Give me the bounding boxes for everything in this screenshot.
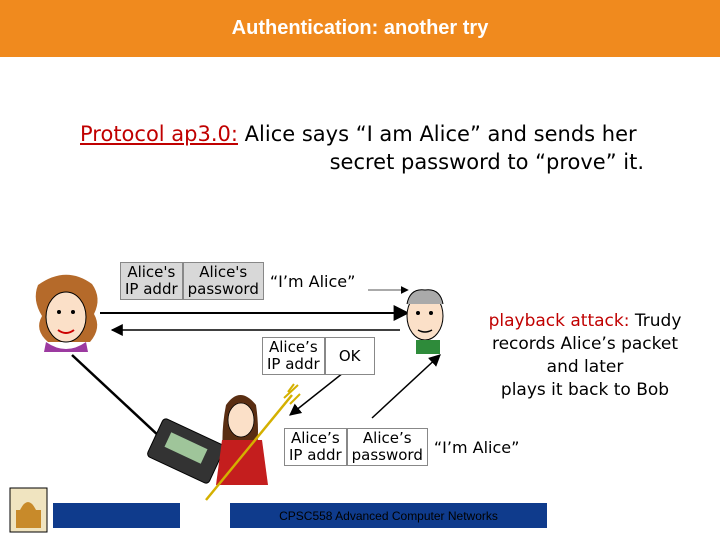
footer-left-bar [53, 503, 180, 528]
protocol-line1: Alice says “I am Alice” and sends her [237, 122, 637, 146]
packet-top-pw-line2: password [187, 280, 259, 298]
packet-top-message: “I’m Alice” [269, 271, 356, 291]
packet-bottom-ip-line2: IP addr [289, 446, 342, 464]
attack-text2: records Alice’s packet [491, 334, 679, 354]
packet-bottom-pw-line1: Alice’s [362, 429, 412, 447]
packet-bottom-password-cell: Alice’s password [346, 428, 428, 466]
packet-top-ip-cell: Alice's IP addr [120, 262, 183, 300]
protocol-line2: secret password to “prove” it. [329, 150, 644, 174]
playback-attack-note: playback attack: Trudy records Alice’s p… [476, 310, 694, 402]
attack-text3: and later [546, 357, 624, 377]
packet-ok-ip-cell: Alice’s IP addr [262, 337, 325, 375]
university-logo-icon [9, 487, 48, 533]
footer-course-bar: CPSC558 Advanced Computer Networks [230, 503, 547, 528]
bob-icon [406, 289, 444, 354]
alice-icon [35, 274, 98, 352]
packet-bottom-message: “I’m Alice” [433, 437, 520, 457]
packet-ok-message: OK [338, 346, 361, 365]
packet-ok-ip-line1: Alice’s [268, 338, 318, 356]
packet-bottom-pw-line2: password [351, 446, 423, 464]
title-bar: Authentication: another try [0, 0, 720, 57]
attack-text1: Trudy [629, 311, 682, 331]
attack-text4: plays it back to Bob [500, 380, 670, 400]
protocol-description: Protocol ap3.0: Alice says “I am Alice” … [80, 120, 680, 176]
packet-bottom-ip-cell: Alice’s IP addr [284, 428, 347, 466]
packet-top-ip-line1: Alice's [127, 263, 176, 281]
packet-bottom-ip-line1: Alice’s [290, 429, 340, 447]
packet-ok-message-cell: OK [324, 337, 375, 375]
recorder-icon [147, 418, 225, 484]
protocol-name: Protocol ap3.0: [80, 122, 238, 146]
slide-title: Authentication: another try [231, 17, 489, 39]
packet-top-pw-line1: Alice's [199, 263, 248, 281]
packet-top-password-cell: Alice's password [182, 262, 264, 300]
packet-ok: Alice’s IP addr OK [262, 337, 375, 375]
trudy-icon [205, 383, 301, 501]
packet-top: Alice's IP addr Alice's password “I’m Al… [120, 262, 362, 300]
footer-course: CPSC558 Advanced Computer Networks [279, 508, 498, 523]
packet-top-ip-line2: IP addr [125, 280, 178, 298]
attack-label: playback attack: [488, 311, 630, 331]
trudy-to-bob-arrow [371, 354, 441, 419]
packet-bottom: Alice’s IP addr Alice’s password “I’m Al… [284, 428, 526, 466]
packet-ok-ip-line2: IP addr [267, 355, 320, 373]
